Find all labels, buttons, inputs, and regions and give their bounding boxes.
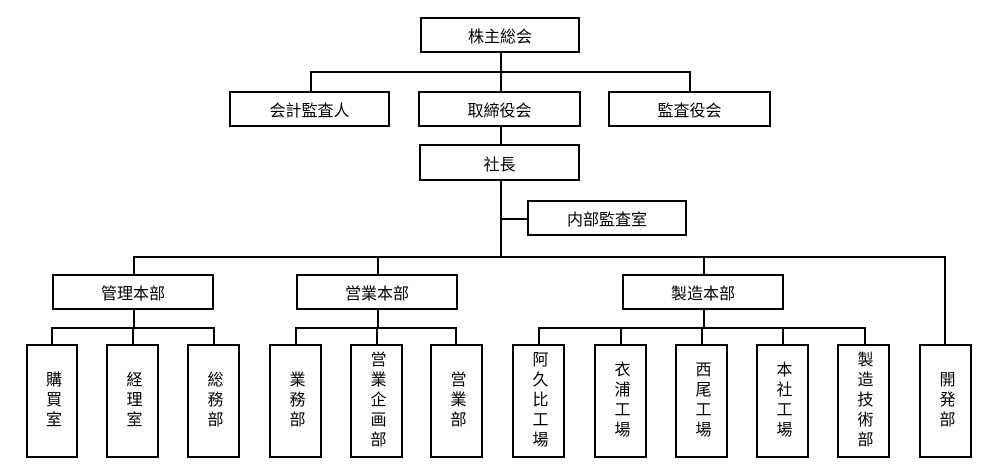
connector [295,327,297,345]
president-box: 社長 [419,144,580,181]
unit-label: 本社工場 [773,361,793,441]
unit-label: 製造技術部 [854,351,874,451]
factory-box: 製造技術部 [837,344,890,458]
connector [944,256,946,345]
connector [133,256,945,258]
box-label: 会計監査人 [269,101,350,120]
connector [864,327,866,345]
unit-label: 衣浦工場 [611,361,631,441]
admin-division-box: 管理本部 [52,274,214,310]
connector [500,218,528,220]
connector [213,327,215,345]
connector [310,71,312,92]
audit-board-box: 監査役会 [608,91,771,127]
manufacturing-division-box: 製造本部 [622,274,784,310]
unit-label: 阿久比工場 [529,351,549,451]
unit-label: 総務部 [204,371,224,431]
connector [620,327,622,345]
board-of-directors-box: 取締役会 [418,91,581,127]
box-label: 営業本部 [344,284,409,303]
sales-unit-box: 業務部 [269,344,322,458]
connector [689,71,691,92]
admin-unit-box: 購買室 [26,344,78,458]
shareholders-meeting-box: 株主総会 [420,17,580,53]
sales-unit-box: 営業企画部 [350,344,403,458]
unit-label: 経理室 [123,371,143,431]
unit-label: 西尾工場 [692,361,712,441]
factory-box: 西尾工場 [675,344,728,458]
box-label: 社長 [483,154,516,174]
connector [703,256,705,275]
connector [701,327,703,345]
connector [51,327,53,345]
connector [132,327,134,345]
box-label: 製造本部 [670,284,735,303]
box-label: 管理本部 [100,284,165,303]
unit-label: 購買室 [43,371,62,431]
sales-division-box: 営業本部 [296,274,458,310]
connector [455,327,457,345]
connector [310,71,690,73]
connector [500,127,502,144]
unit-label: 開発部 [936,371,956,431]
unit-label: 業務部 [286,371,306,431]
sales-unit-box: 営業部 [430,344,483,458]
connector [703,310,705,328]
accounting-auditor-box: 会計監査人 [229,91,390,127]
connector [377,310,379,328]
box-label: 取締役会 [467,101,532,120]
connector [377,256,379,275]
box-label: 株主総会 [467,27,532,46]
unit-label: 営業企画部 [367,351,387,451]
factory-box: 衣浦工場 [594,344,647,458]
factory-box: 阿久比工場 [512,344,565,458]
internal-audit-box: 内部監査室 [527,200,687,236]
connector [133,256,135,275]
connector [133,310,135,328]
connector [538,327,540,345]
development-division-box: 開発部 [919,344,972,458]
connector [782,327,784,345]
box-label: 監査役会 [657,101,722,120]
admin-unit-box: 総務部 [187,344,240,458]
factory-box: 本社工場 [756,344,809,458]
box-label: 内部監査室 [566,210,647,229]
connector [376,327,378,345]
unit-label: 営業部 [447,371,467,431]
admin-unit-box: 経理室 [106,344,159,458]
